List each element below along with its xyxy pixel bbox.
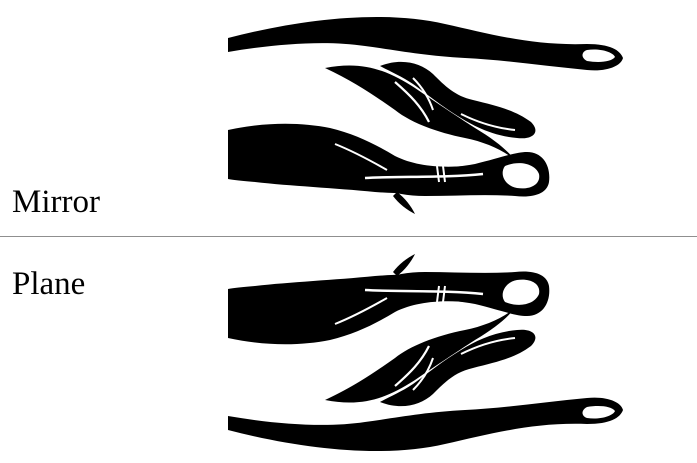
hand-reflection	[215, 253, 635, 458]
plane-label: Plane	[12, 268, 85, 301]
hand-shape	[228, 17, 623, 214]
mirror-plane-line	[0, 236, 697, 237]
hand-top-edge	[228, 398, 623, 451]
hand-original-drawing	[215, 10, 635, 215]
hand-reflection-drawing	[215, 253, 635, 458]
hand-top-edge	[228, 17, 623, 70]
hand-original	[215, 10, 635, 215]
mirror-label: Mirror	[12, 186, 100, 219]
hand-shape-mirrored	[228, 254, 623, 451]
